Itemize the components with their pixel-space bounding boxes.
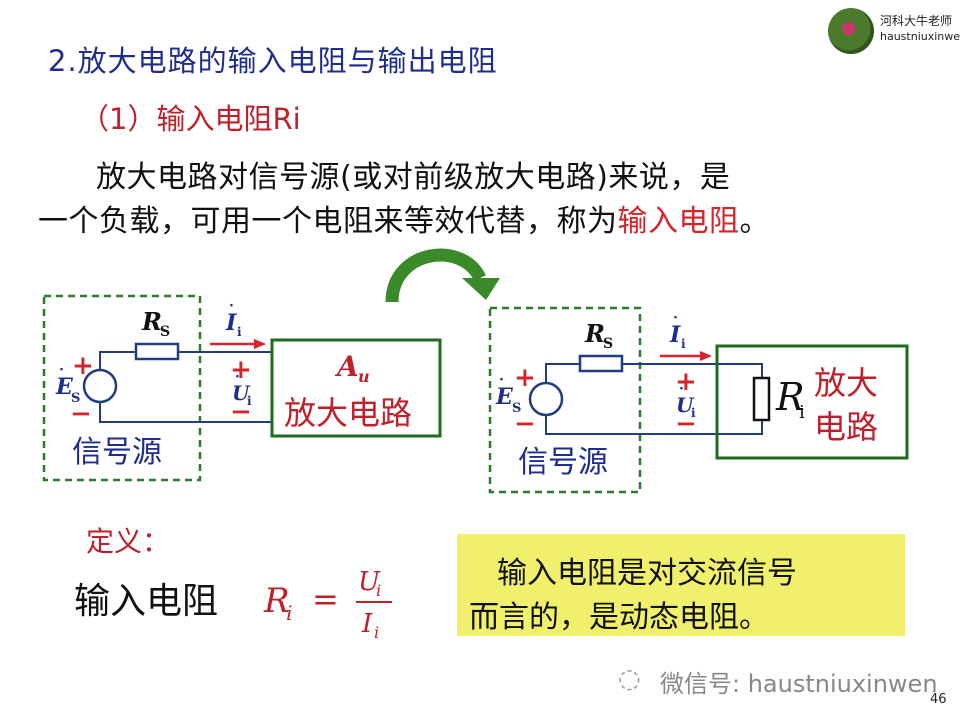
right-ui-sub: i: [691, 406, 696, 420]
right-amp-line1: 放大: [814, 364, 878, 402]
right-ri-label: R: [775, 375, 805, 419]
note-line-2: 而言的，是动态电阻。: [469, 600, 769, 635]
left-rs-label: R: [141, 307, 162, 336]
left-rs-sub: S: [160, 324, 170, 340]
paragraph-highlight: 输入电阻: [617, 204, 740, 239]
definition-term: 输入电阻: [74, 581, 219, 622]
right-ri-sub: i: [799, 402, 805, 423]
transform-arrowhead: [462, 278, 500, 300]
watermark-text: 微信号: haustniuxinwen: [660, 670, 938, 698]
left-current-arrowhead: [254, 339, 266, 349]
note-line-1: 输入电阻是对交流信号: [497, 556, 797, 591]
formula-lhs: R: [263, 581, 290, 621]
right-amplifier-box: [715, 344, 909, 460]
logo-avatar: [828, 8, 874, 54]
left-amp-sub: u: [358, 367, 370, 386]
right-wires: [545, 363, 763, 435]
svg-text:·: ·: [679, 381, 684, 397]
left-ui-minus: −: [230, 397, 252, 427]
paragraph-line-2: 一个负载，可用一个电阻来等效代替，称为输入电阻。: [38, 196, 770, 240]
input-resistance-formula: R i = U i I i: [263, 567, 392, 642]
right-es-label: E: [495, 384, 514, 410]
page-number: 46: [930, 692, 947, 707]
paragraph-line-2-suffix: 。: [739, 204, 770, 239]
left-wires: [99, 351, 272, 423]
left-source-box: [42, 294, 202, 482]
right-rs-resistor: [578, 354, 624, 373]
left-amp-symbol: A: [334, 350, 359, 383]
left-es-minus: −: [70, 399, 92, 429]
paragraph-line-2-prefix: 一个负载，可用一个电阻来等效代替，称为: [38, 204, 618, 239]
wechat-icon: ◌: [618, 664, 641, 694]
left-ui-label: U: [232, 381, 251, 405]
transform-arrow: [385, 248, 486, 303]
right-ri-resistor: [752, 376, 771, 422]
right-ui-minus: −: [675, 409, 697, 439]
logo-name: 河科大牛老师: [880, 14, 953, 28]
formula-denominator-sub: i: [374, 623, 379, 642]
left-amp-label: 放大电路: [284, 394, 412, 432]
left-es-label: E: [55, 374, 74, 400]
svg-text:·: ·: [59, 362, 64, 378]
circuit-diagram: R S I i · E S · + − + U i · − 信号源 A u 放大…: [42, 248, 909, 494]
right-es-minus: −: [514, 409, 536, 439]
definition-label: 定义：: [86, 525, 171, 558]
left-ii-label: I: [225, 310, 237, 336]
formula-numerator: U: [358, 567, 381, 597]
svg-text:·: ·: [235, 369, 240, 385]
formula-numerator-sub: i: [376, 581, 381, 600]
right-ii-sub: i: [681, 337, 686, 351]
right-voltage-source: [528, 381, 564, 417]
right-es-sub: S: [512, 401, 521, 416]
right-source-label: 信号源: [518, 445, 608, 480]
logo-handle: haustniuxinwen: [880, 30, 960, 43]
left-rs-resistor: [134, 342, 180, 361]
left-ui-plus: +: [230, 355, 252, 385]
formula-denominator: I: [361, 609, 373, 639]
right-amp-line2: 电路: [814, 408, 878, 446]
right-rs-sub: S: [603, 336, 613, 352]
left-es-sub: S: [71, 391, 80, 406]
right-current-arrowhead: [700, 351, 712, 361]
left-voltage-source: [82, 368, 118, 404]
right-ui-plus: +: [675, 367, 697, 397]
formula-eq: =: [312, 580, 339, 618]
svg-text:·: ·: [499, 372, 504, 388]
section-subtitle: （1）输入电阻Ri: [80, 102, 301, 136]
left-source-label: 信号源: [72, 435, 162, 470]
left-es-plus: +: [72, 351, 94, 381]
svg-text:·: ·: [673, 310, 678, 326]
right-source-box: [488, 306, 642, 494]
paragraph-line-1: 放大电路对信号源(或对前级放大电路)来说，是: [96, 160, 731, 195]
right-es-plus: +: [514, 363, 536, 393]
note-box: [457, 534, 905, 636]
page-title: 2.放大电路的输入电阻与输出电阻: [48, 44, 498, 78]
formula-lhs-sub: i: [286, 601, 292, 625]
left-ii-sub: i: [237, 325, 242, 339]
left-amplifier-box: [270, 338, 442, 438]
right-ii-label: I: [669, 322, 681, 348]
right-ui-label: U: [676, 393, 695, 417]
svg-text:·: ·: [229, 298, 234, 314]
right-rs-label: R: [584, 319, 605, 348]
left-ui-sub: i: [247, 394, 252, 408]
